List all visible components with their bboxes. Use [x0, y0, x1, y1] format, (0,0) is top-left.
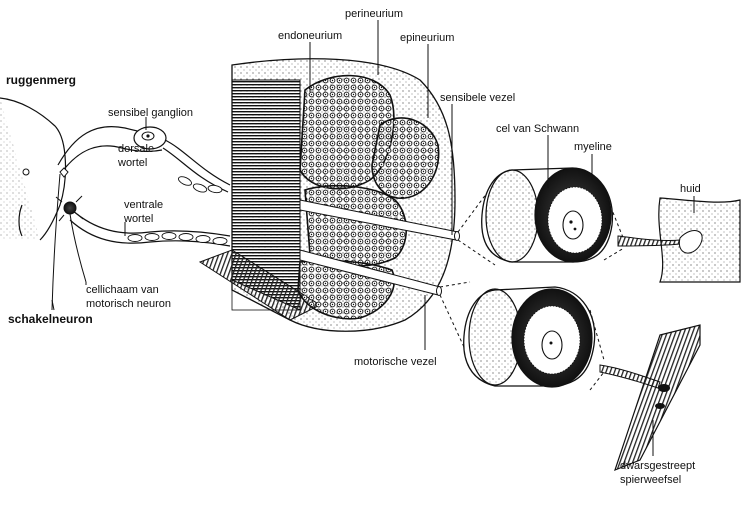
label-ventrale-wortel-line2: wortel — [124, 213, 154, 225]
dorsal-root — [57, 126, 231, 193]
nerve-block — [198, 58, 456, 332]
fascicle-2 — [371, 117, 440, 199]
label-dwarsgestreept-line1: dwarsgestreept — [620, 460, 696, 472]
motor-fiber-cylinder — [463, 286, 596, 388]
spinal-cord — [0, 97, 67, 241]
label-dwarsgestreept-line2: spierweefsel — [620, 474, 682, 486]
label-sensibel-ganglion: sensibel ganglion — [108, 107, 194, 119]
motor-neuron-cell-body — [63, 201, 77, 215]
skin-ending — [617, 197, 741, 283]
label-ruggenmerg: ruggenmerg — [6, 73, 77, 87]
label-cellichaam-line1: cellichaam van — [86, 284, 159, 296]
label-sensibele-vezel: sensibele vezel — [440, 92, 516, 104]
label-myeline: myeline — [574, 141, 612, 153]
ventral-root — [69, 176, 231, 247]
sensory-fiber-cylinder — [481, 167, 614, 263]
label-perineurium: perineurium — [345, 8, 404, 20]
label-cel-van-schwann: cel van Schwann — [496, 123, 580, 135]
label-motorische-vezel: motorische vezel — [354, 356, 437, 368]
label-cellichaam-line2: motorisch neuron — [86, 298, 171, 310]
label-dorsale-wortel-line2: wortel — [118, 157, 148, 169]
label-epineurium: epineurium — [400, 32, 455, 44]
label-ventrale-wortel-line1: ventrale — [124, 199, 164, 211]
muscle-ending — [599, 324, 701, 472]
label-schakelneuron: schakelneuron — [8, 312, 93, 326]
neurons — [51, 167, 87, 311]
label-dorsale-wortel-line1: dorsale — [118, 143, 155, 155]
protruding-fibers — [299, 199, 460, 296]
label-huid: huid — [680, 183, 701, 195]
label-endoneurium: endoneurium — [278, 30, 343, 42]
leader-lines — [51, 20, 695, 456]
